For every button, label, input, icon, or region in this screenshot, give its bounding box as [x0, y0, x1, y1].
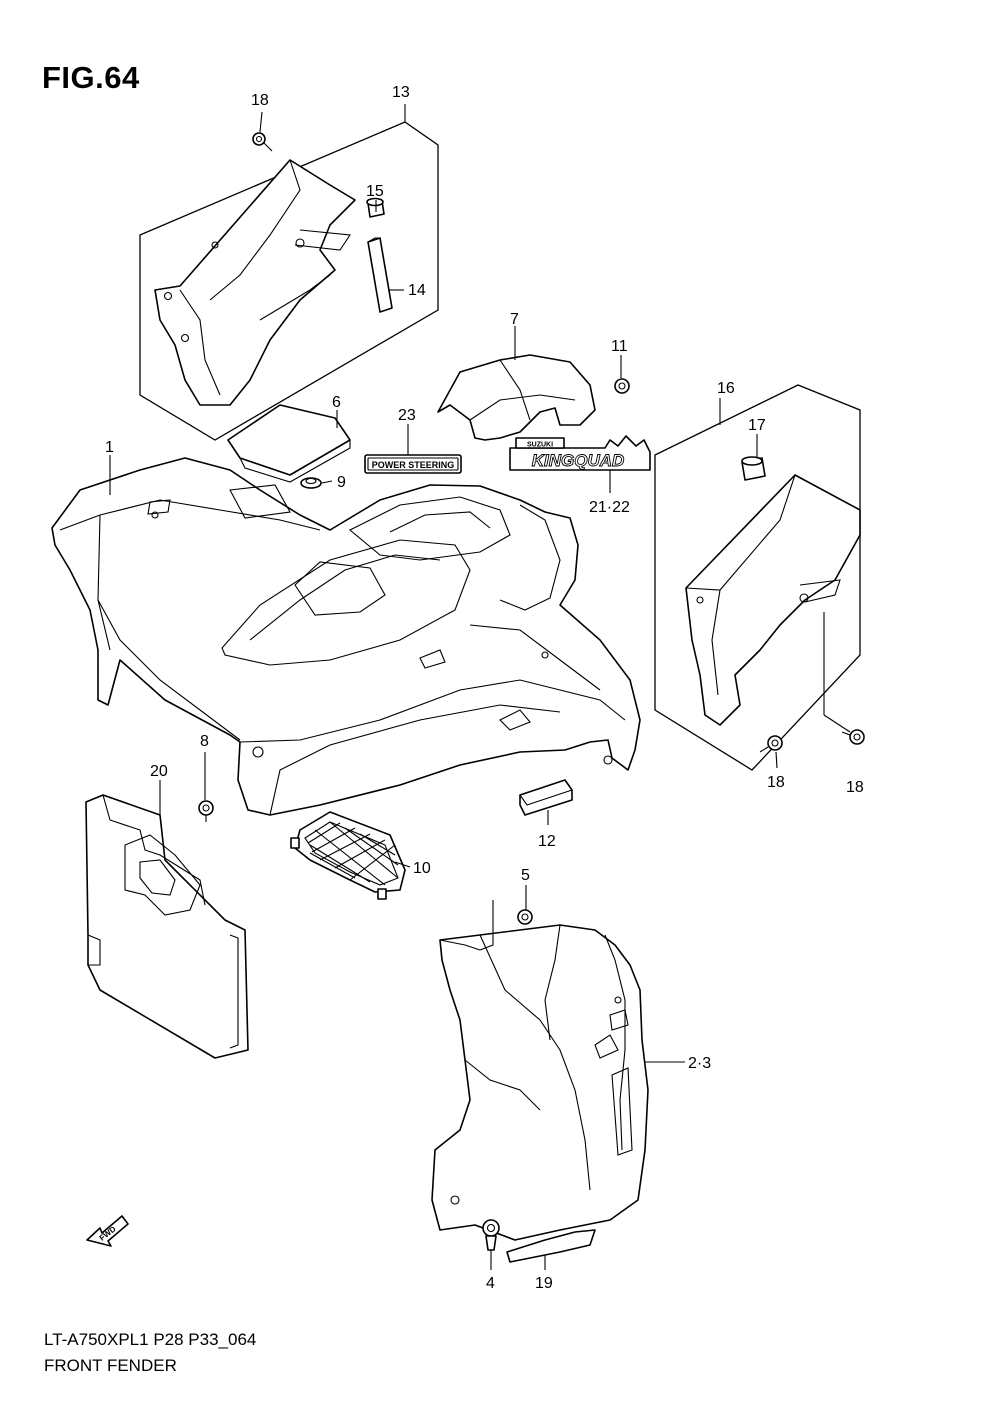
- storage-lid-6: [227, 404, 351, 483]
- figure-name: FRONT FENDER: [44, 1356, 177, 1375]
- callout-8: 8: [200, 733, 209, 750]
- model-code: LT-A750XPL1 P28 P33_064: [44, 1330, 257, 1349]
- inner-fender-2-3: [431, 900, 649, 1241]
- headlight-cover-7: [437, 354, 596, 441]
- kingquad-brand-text: SUZUKI: [527, 442, 553, 449]
- grille-10: [290, 811, 406, 900]
- pad-14: [367, 237, 393, 313]
- power-steering-decal-text: POWER STEERING: [372, 460, 455, 470]
- callout-21-22: 21·22: [589, 499, 630, 516]
- callout-17: 17: [748, 417, 766, 434]
- callout-7: 7: [510, 311, 519, 328]
- callout-13: 13: [392, 84, 410, 101]
- bolt-18-top: [252, 132, 273, 152]
- kingquad-decal-21-22: SUZUKI KINGQUAD: [509, 435, 651, 471]
- callout-12: 12: [538, 833, 556, 850]
- leader-lines: [109, 104, 851, 1270]
- callout-19: 19: [535, 1275, 553, 1292]
- callout-23: 23: [398, 407, 416, 424]
- figure-title: FIG.64: [42, 60, 140, 95]
- assembly-frame-16: [654, 384, 861, 771]
- callout-9: 9: [337, 474, 346, 491]
- callout-18-right-b: 18: [846, 779, 864, 796]
- bolt-18-right-a: [759, 735, 783, 753]
- side-guard-left: [154, 159, 356, 406]
- callout-4: 4: [486, 1275, 495, 1292]
- bolt-18-right-b: [841, 729, 865, 745]
- side-guard-right: [685, 474, 861, 726]
- callout-15: 15: [366, 183, 384, 200]
- callout-2-3: 2·3: [688, 1055, 711, 1072]
- kingquad-decal-text: KINGQUAD: [532, 451, 625, 470]
- callout-labels: 1 2·3 4 5 6 7 8 9 10 11 12 13 14 15 16 1…: [105, 84, 864, 1292]
- grommet-9: [300, 477, 322, 489]
- pad-19: [506, 1229, 596, 1263]
- mud-guard-20: [85, 794, 249, 1059]
- callout-5: 5: [521, 867, 530, 884]
- callout-20: 20: [150, 763, 168, 780]
- callout-10: 10: [413, 860, 431, 877]
- pad-12: [519, 779, 573, 816]
- callout-18-top: 18: [251, 92, 269, 109]
- clip-11: [614, 378, 630, 394]
- callout-18-right-a: 18: [767, 774, 785, 791]
- cushion-17: [741, 456, 766, 481]
- fwd-arrow-icon: FWD: [86, 1215, 129, 1247]
- bolt-4: [482, 1219, 500, 1251]
- clip-5: [517, 909, 533, 925]
- bolt-8: [198, 800, 214, 822]
- callout-11: 11: [611, 338, 628, 355]
- front-fender-1: [51, 457, 641, 816]
- callout-14: 14: [408, 282, 426, 299]
- callout-6: 6: [332, 394, 341, 411]
- power-steering-decal-23: POWER STEERING: [364, 454, 462, 474]
- callout-1: 1: [105, 439, 114, 456]
- callout-16: 16: [717, 380, 735, 397]
